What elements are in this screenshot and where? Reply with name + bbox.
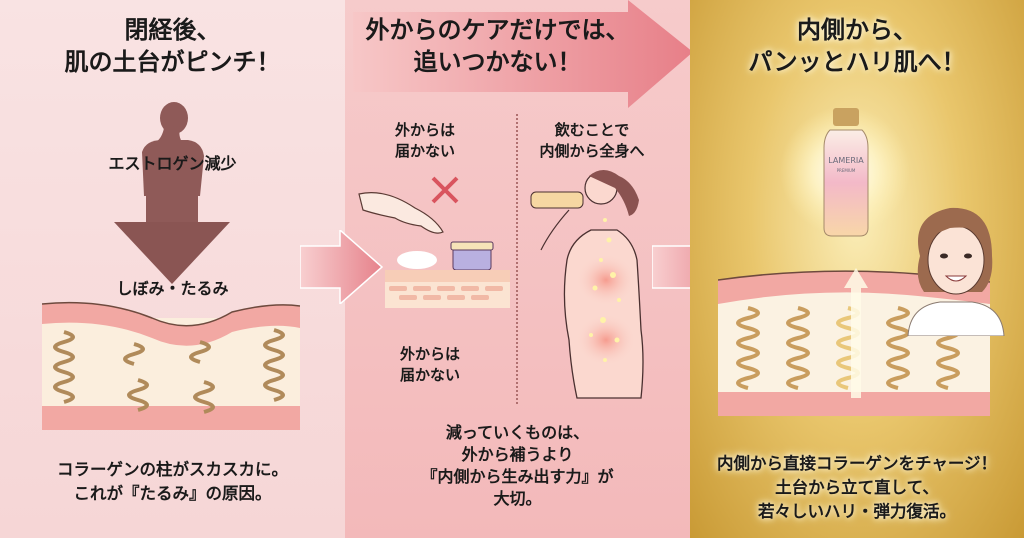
woman-silhouette-icon [114,102,230,284]
product-bottle-icon [780,106,910,237]
estrogen-decrease-label: エストロゲン減少 [108,154,237,173]
panel3-title: 内側から、 パンッとハリ肌へ！ [748,16,966,76]
sagging-skin-diagram [42,301,300,430]
header-arrow-icon [353,0,693,108]
product-label: LAMERIA PREMIUM [824,156,868,176]
panel-external-care: 外からのケアだけでは、 追いつかない！ 外からは 届かない 飲むことで 内側から… [345,0,693,538]
external-no-reach-top: 外からは 届かない [394,121,455,160]
panel1-title: 閉経後、 肌の土台がピンチ！ [64,16,281,76]
product-sub: PREMIUM [836,168,856,173]
panel3-caption: 内側から直接コラーゲンをチャージ！ 土台から立て直して、 若々しいハリ・弾力復活… [716,454,997,521]
panel2-caption: 減っていくものは、 外から補うより 『内側から生み出す力』が 大切。 [421,423,614,508]
hand-cream-skin-icon [358,192,510,308]
drinking-woman-icon [530,170,644,399]
divider [516,114,518,404]
panel1-caption: コラーゲンの柱がスカスカに。 これが『たるみ』の原因。 [57,460,288,503]
arrow-right-icon-1 [300,230,384,304]
smiling-woman-icon [907,207,1005,336]
sagging-label: しぼみ・たるみ [116,279,229,298]
cross-icon [431,176,459,204]
panel-inner-care: 内側から、 パンッとハリ肌へ！ LAMERIA PREMIUM [690,0,1024,538]
product-brand: LAMERIA [828,156,864,165]
panel-postmenopause: 閉経後、 肌の土台がピンチ！ エストロゲン減少 しぼみ・たるみ コラーゲンの柱が… [0,0,345,538]
drink-whole-body-label: 飲むことで 内側から全身へ [539,121,645,160]
external-no-reach-bottom: 外からは 届かない [399,345,460,384]
panel2-title: 外からのケアだけでは、 追いつかない！ [365,16,630,76]
